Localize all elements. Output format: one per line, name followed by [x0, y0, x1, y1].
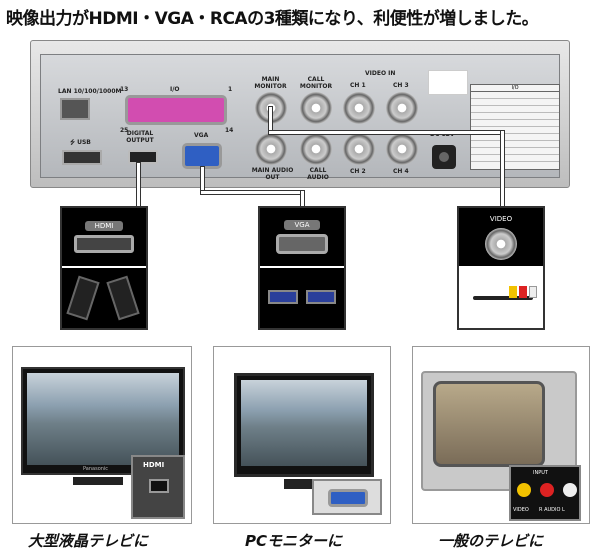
caption-crt-tv: 一般のテレビに [438, 532, 544, 550]
hdmi-cable-card: HDMI [60, 206, 148, 330]
io-table-row [471, 120, 559, 127]
panel-sticker [428, 70, 468, 95]
input-inset-title: INPUT [533, 470, 548, 476]
headline: 映像出力がHDMI・VGA・RCAの3種類になり、利便性が増しました。 [6, 9, 539, 29]
caption-pc-monitor: PCモニターに [245, 532, 343, 550]
rca-yellow-plug-icon [509, 286, 517, 298]
vga-plug-icon [268, 290, 298, 304]
io-table-row [471, 155, 559, 162]
io-table-row [471, 141, 559, 148]
io-pin-14: 14 [225, 127, 234, 134]
ch3-label: CH 3 [393, 82, 409, 89]
video-tag: VIDEO [489, 215, 513, 223]
vga-inset [312, 479, 382, 515]
usb-label-text: USB [77, 139, 91, 146]
hdmi-plug-icon [106, 275, 140, 321]
rca-video-jack-icon [517, 483, 531, 497]
rca-cable-image [459, 268, 543, 328]
io-pin-1: 1 [228, 86, 233, 93]
lan-label: LAN 10/100/1000M [58, 88, 122, 95]
usb-port [62, 150, 102, 165]
hdmi-plug-icon [66, 275, 100, 321]
usb-label: ⭍ USB [70, 138, 91, 148]
call-monitor-label: CALL MONITOR [299, 76, 333, 90]
large-lcd-tv-panel: Panasonic HDMI [12, 346, 192, 524]
main-monitor-label: MAIN MONITOR [254, 76, 287, 90]
call-monitor-bnc [300, 92, 332, 124]
ch3-bnc [386, 92, 418, 124]
hdmi-port [128, 150, 158, 164]
video-connection-line-b [268, 130, 504, 135]
rca-audio-l-jack-icon [563, 483, 577, 497]
lcd-tv-screen [27, 373, 179, 465]
lcd-tv-bezel: Panasonic [21, 367, 185, 475]
main-audio-out-jack [255, 133, 287, 165]
dc-power-jack [432, 145, 456, 169]
ch4-label: CH 4 [393, 168, 409, 175]
vga-connection-line-b [200, 190, 304, 195]
call-audio-jack [300, 133, 332, 165]
tv-brand-label: Panasonic [83, 466, 109, 472]
vga-cable-image [260, 268, 344, 328]
hdmi-inset-label: HDMI [143, 461, 165, 469]
hdmi-connector-icon [74, 235, 134, 253]
io-table-row [471, 127, 559, 134]
ch2-label: CH 2 [350, 168, 366, 175]
pc-monitor-bezel [234, 373, 374, 477]
rca-input-inset: INPUT VIDEO R AUDIO L [509, 465, 581, 521]
vga-inset-port [328, 489, 368, 507]
vga-card-head: VGA [260, 208, 344, 266]
io-table-title: I/O [471, 85, 559, 92]
io-table-row [471, 148, 559, 155]
pc-monitor-stand [284, 479, 324, 489]
io-db25-port [125, 95, 227, 125]
io-table-row [471, 92, 559, 99]
pc-monitor-screen [241, 380, 367, 466]
video-in-label: VIDEO IN [365, 70, 396, 77]
hdmi-card-head: HDMI [62, 208, 146, 266]
lan-port [60, 98, 90, 120]
call-audio-label: CALL AUDIO [307, 167, 329, 181]
io-pin-table: I/O [470, 84, 560, 170]
io-table-row [471, 99, 559, 106]
crt-tv-panel: INPUT VIDEO R AUDIO L [412, 346, 590, 524]
tv-stand [73, 477, 123, 485]
video-connection-line-c [500, 130, 505, 209]
vga-cable-card: VGA [258, 206, 346, 330]
io-table-row [471, 113, 559, 120]
ch1-bnc [343, 92, 375, 124]
rca-red-plug-icon [519, 286, 527, 298]
ch4-bnc [386, 133, 418, 165]
bnc-connector-icon [485, 228, 517, 260]
io-pin-13: 13 [120, 86, 129, 93]
main-audio-out-label: MAIN AUDIO OUT [251, 167, 294, 181]
io-label: I/O [170, 86, 180, 93]
ch1-label: CH 1 [350, 82, 366, 89]
vga-plug-icon [306, 290, 336, 304]
rca-white-plug-icon [529, 286, 537, 298]
video-card-head: VIDEO [459, 208, 543, 266]
hdmi-connection-line [136, 162, 141, 209]
crt-tv-screen [433, 381, 545, 467]
rca-audio-r-jack-icon [540, 483, 554, 497]
video-cable-card: VIDEO [457, 206, 545, 330]
caption-large-lcd-tv: 大型液晶テレビに [28, 532, 149, 550]
hdmi-tag: HDMI [84, 221, 124, 231]
ch2-bnc [343, 133, 375, 165]
hdmi-cable-image [62, 268, 146, 328]
io-pin-25: 25 [120, 127, 129, 134]
pc-monitor-panel [213, 346, 391, 524]
vga-label: VGA [194, 132, 209, 139]
input-inset-audio-label: R AUDIO L [539, 507, 565, 513]
usb-icon: ⭍ [70, 139, 75, 146]
vga-connector-icon [276, 234, 328, 254]
input-inset-video-label: VIDEO [513, 507, 529, 513]
hdmi-inset-port [149, 479, 169, 493]
io-table-row [471, 106, 559, 113]
io-table-row [471, 134, 559, 141]
vga-tag: VGA [284, 220, 320, 230]
rca-cable-icon [473, 296, 533, 300]
digital-output-label: DIGITAL OUTPUT [126, 130, 154, 144]
hdmi-inset: HDMI [131, 455, 185, 519]
